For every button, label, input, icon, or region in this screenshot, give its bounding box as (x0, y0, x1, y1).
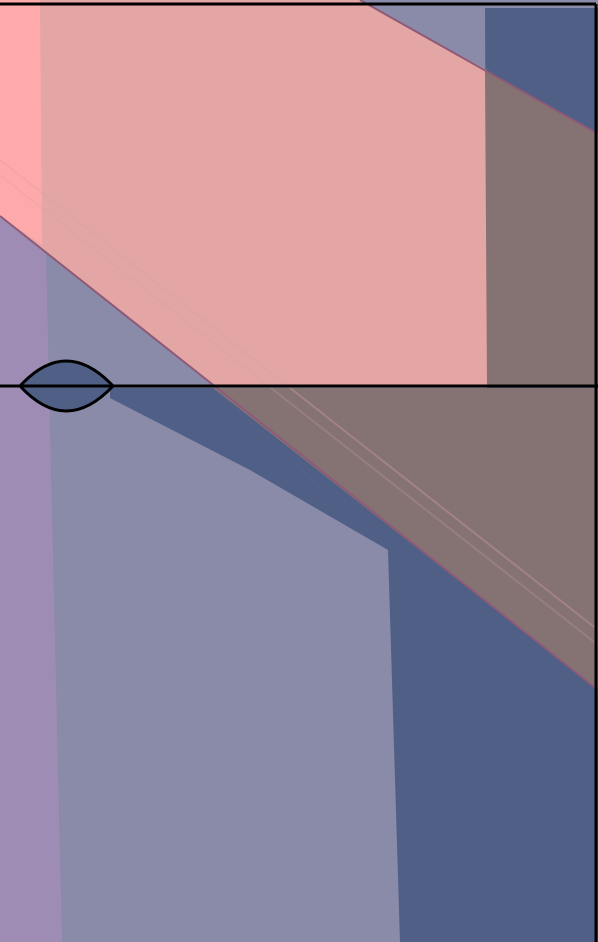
band-lower-edge-line (0, 215, 598, 691)
band-upper-edge-line (359, 0, 598, 135)
dark-blue-shadow-wedge (110, 388, 388, 550)
bright-pink-edge (0, 0, 42, 245)
faint-streak-1 (0, 159, 598, 631)
left-purple-strip (0, 0, 62, 942)
brown-overlap-upper (485, 70, 598, 386)
pink-diagonal-band (0, 0, 487, 386)
faint-streak-2 (0, 174, 598, 646)
